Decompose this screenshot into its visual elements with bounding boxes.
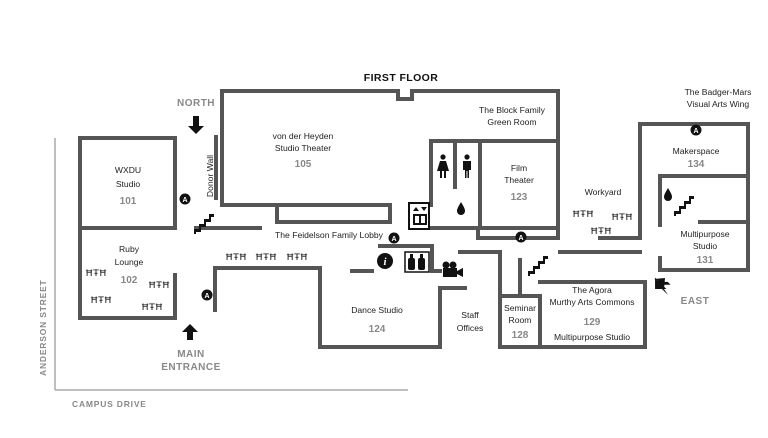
- room-heyden-name-line1: von der Heyden: [273, 131, 334, 141]
- svg-text:A: A: [693, 128, 698, 135]
- room-seminar-name-line2: Room: [509, 315, 532, 325]
- table-icon: ĦŦĦ: [85, 269, 107, 279]
- room-wxdu-name-line1: WXDU: [115, 165, 141, 175]
- accessible-marker-icon: A: [388, 232, 400, 244]
- room-dance-number: 124: [369, 324, 386, 335]
- room-agora-name-line1: The Agora: [572, 285, 612, 295]
- room-mp131-number: 131: [697, 255, 714, 266]
- table-icon: ĦŦĦ: [572, 210, 594, 220]
- room-film-number: 123: [511, 192, 528, 203]
- svg-text:i: i: [383, 256, 387, 268]
- room-lobby-name: The Feidelson Family Lobby: [275, 230, 384, 240]
- video-camera-icon: [442, 261, 463, 277]
- wing-title-line1: The Badger-Mars: [685, 87, 752, 97]
- accessible-marker-icon: A: [690, 124, 702, 136]
- room-seminar-number: 128: [512, 330, 529, 341]
- north-arrow-icon: [188, 116, 204, 134]
- stairs-icon: [528, 256, 548, 276]
- east-entrance-arrow-shape: [655, 277, 671, 289]
- main-entrance-label-line1: MAIN: [177, 349, 205, 360]
- table-icon: ĦŦĦ: [611, 213, 633, 223]
- accessible-markers: A A A A A: [179, 124, 702, 301]
- svg-text:A: A: [182, 197, 187, 204]
- accessible-marker-icon: A: [179, 193, 191, 205]
- room-green-name-line2: Green Room: [487, 117, 536, 127]
- room-green-name-line1: The Block Family: [479, 105, 546, 115]
- room-heyden-number: 105: [295, 159, 312, 170]
- room-agora-number: 129: [584, 317, 601, 328]
- table-icon: ĦŦĦ: [255, 253, 277, 263]
- water-fountain-icon: [664, 188, 672, 201]
- elevator-icon: [408, 202, 430, 230]
- room-film-name-line2: Theater: [504, 175, 534, 185]
- street-west: ANDERSON STREET: [38, 279, 48, 376]
- table-icon: ĦŦĦ: [225, 253, 247, 263]
- donor-wall-label: Donor Wall: [205, 155, 215, 197]
- room-wxdu-number: 101: [120, 196, 137, 207]
- restroom-men-icon: [463, 154, 471, 178]
- tables: ĦŦĦ ĦŦĦ ĦŦĦ ĦŦĦ ĦŦĦ ĦŦĦ ĦŦĦ ĦŦĦ ĦŦĦ ĦŦĦ: [85, 210, 633, 313]
- room-staff-name-line1: Staff: [461, 310, 479, 320]
- table-icon: ĦŦĦ: [286, 253, 308, 263]
- table-icon: ĦŦĦ: [141, 303, 163, 313]
- table-icon: ĦŦĦ: [590, 227, 612, 237]
- main-entrance-arrow-icon: [182, 324, 198, 340]
- accessible-marker-icon: A: [201, 289, 213, 301]
- room-ruby-name-line1: Ruby: [119, 244, 140, 254]
- svg-text:A: A: [204, 293, 209, 300]
- room-mp131-name-line1: Multipurpose: [680, 229, 729, 239]
- north-label: NORTH: [177, 98, 215, 109]
- accessible-marker-icon: A: [515, 231, 527, 243]
- floor-title: FIRST FLOOR: [364, 72, 438, 84]
- stairs-icon: [674, 196, 694, 216]
- room-seminar-name-line1: Seminar: [504, 303, 536, 313]
- room-film-name-line1: Film: [511, 163, 527, 173]
- east-label: EAST: [681, 296, 710, 307]
- room-makerspace-number: 134: [688, 159, 705, 170]
- water-fountain-icon: [457, 202, 465, 215]
- room-agora-name-line2: Murthy Arts Commons: [549, 297, 634, 307]
- room-makerspace-name: Makerspace: [673, 146, 720, 156]
- restroom-women-icon: [437, 154, 449, 178]
- info-icon: i: [377, 253, 393, 269]
- street-boundary: [54, 138, 408, 391]
- walls: [78, 89, 750, 349]
- stairs-icon: [194, 214, 214, 234]
- svg-text:A: A: [518, 235, 523, 242]
- room-workyard-name: Workyard: [585, 187, 622, 197]
- main-entrance-label-line2: ENTRANCE: [161, 362, 221, 373]
- room-agora-subtitle: Multipurpose Studio: [554, 332, 630, 342]
- table-icon: ĦŦĦ: [148, 281, 170, 291]
- svg-text:A: A: [391, 236, 396, 243]
- room-ruby-number: 102: [121, 275, 138, 286]
- room-wxdu-name-line2: Studio: [116, 179, 141, 189]
- room-dance-name: Dance Studio: [351, 305, 403, 315]
- fire-extinguishers-icon: [404, 251, 430, 273]
- room-ruby-name-line2: Lounge: [115, 257, 144, 267]
- street-south: CAMPUS DRIVE: [72, 399, 147, 409]
- wing-title-line2: Visual Arts Wing: [687, 99, 750, 109]
- room-staff-name-line2: Offices: [457, 323, 484, 333]
- room-mp131-name-line2: Studio: [693, 241, 718, 251]
- room-heyden-name-line2: Studio Theater: [275, 143, 331, 153]
- table-icon: ĦŦĦ: [90, 296, 112, 306]
